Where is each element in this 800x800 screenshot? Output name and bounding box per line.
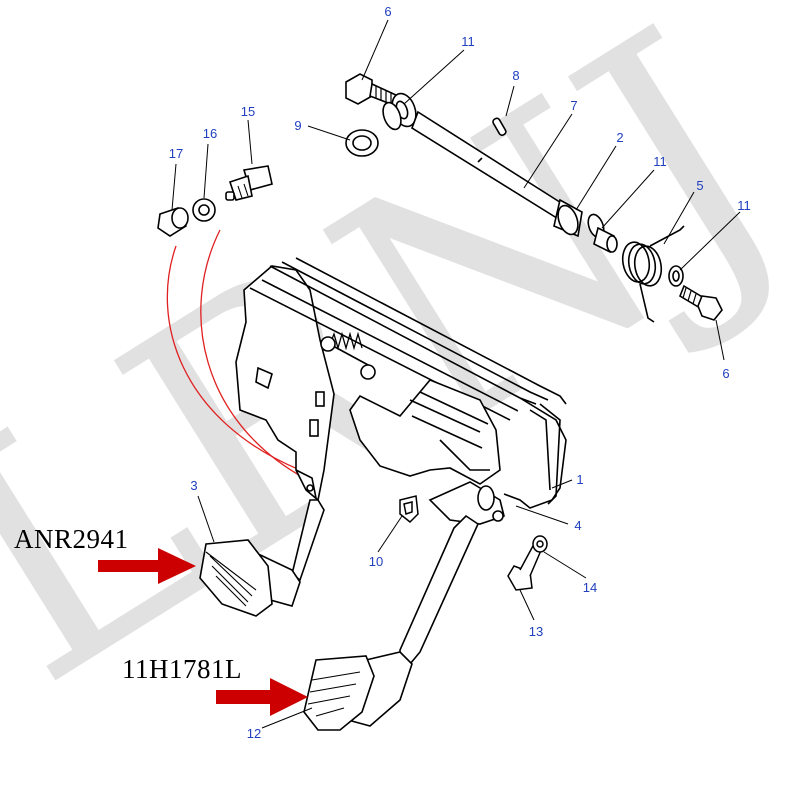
clutch-spring xyxy=(320,331,376,380)
arrow-brake-pad xyxy=(216,678,308,716)
callout-15: 15 xyxy=(241,104,255,119)
callout-9: 9 xyxy=(294,118,301,133)
brake-pedal-12 xyxy=(303,514,480,731)
leader-lines xyxy=(171,19,741,729)
washer-11-right xyxy=(668,265,684,287)
return-spring-5 xyxy=(621,225,685,323)
callout-6-top: 6 xyxy=(384,4,391,19)
washer-16 xyxy=(192,198,216,222)
stop-switch-15 xyxy=(225,165,273,201)
callout-13: 13 xyxy=(529,624,543,639)
callout-8: 8 xyxy=(512,68,519,83)
callout-14: 14 xyxy=(583,580,597,595)
switch-group xyxy=(157,165,273,237)
callout-2: 2 xyxy=(616,130,623,145)
bolt-13 xyxy=(507,543,543,591)
washer-14 xyxy=(532,535,548,553)
callout-11-mid: 11 xyxy=(653,154,667,169)
callout-12: 12 xyxy=(247,726,261,741)
clutch-pedal-pad xyxy=(199,539,273,617)
clip-10 xyxy=(399,495,419,524)
part-code-brake-pad: 11H1781L xyxy=(122,654,242,684)
part-code-clutch-pad: ANR2941 xyxy=(14,524,129,554)
callout-3: 3 xyxy=(190,478,197,493)
arrow-clutch-pad xyxy=(98,548,196,584)
brake-pedal-pad xyxy=(303,655,375,731)
assembly-lines xyxy=(166,229,305,479)
callout-1: 1 xyxy=(576,472,583,487)
pin-8 xyxy=(492,117,507,136)
bolt-6-bottom xyxy=(679,284,723,321)
clutch-pedal-3 xyxy=(199,499,325,617)
pedal-box-housing-1 xyxy=(235,257,567,525)
washer-11-mid xyxy=(587,213,618,254)
callout-17: 17 xyxy=(169,146,183,161)
nut-17 xyxy=(157,207,189,237)
callout-5: 5 xyxy=(696,178,703,193)
pivot-shaft-assembly xyxy=(345,73,723,323)
callout-11-right: 11 xyxy=(737,198,751,213)
callout-4: 4 xyxy=(574,518,581,533)
washer-11-top xyxy=(382,92,417,131)
pointer-arrows xyxy=(98,548,308,716)
callout-10: 10 xyxy=(369,554,383,569)
callout-7: 7 xyxy=(570,98,577,113)
callout-6-bottom: 6 xyxy=(722,366,729,381)
ring-9 xyxy=(345,129,379,157)
callout-16: 16 xyxy=(203,126,217,141)
bolt-6-top xyxy=(345,73,399,108)
callout-11-top: 11 xyxy=(461,34,475,49)
bush-2 xyxy=(553,198,583,238)
callouts: 6 11 8 7 2 11 5 11 6 9 15 16 17 1 4 3 10… xyxy=(169,4,751,741)
